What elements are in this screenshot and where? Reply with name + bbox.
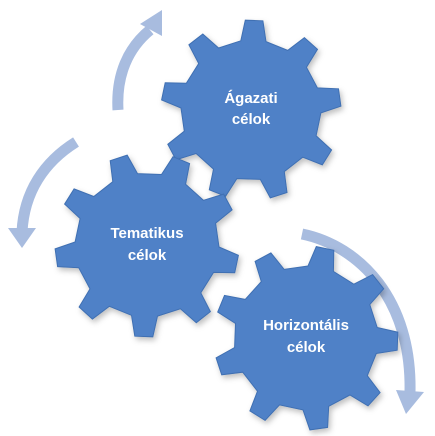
gear-horizontalis-label-line2: célok (287, 339, 326, 356)
gear-tematikus-label-line2: célok (128, 247, 167, 264)
curved-arrow-up-icon (112, 10, 162, 111)
curved-arrow-down-icon (8, 137, 79, 248)
gear-icon (54, 154, 239, 338)
gear-icon (161, 19, 342, 199)
gear-agazati-label-line1: Ágazati (224, 90, 277, 107)
gear-icon (215, 246, 399, 431)
gear-horizontalis: Horizontális célok (215, 246, 399, 431)
gear-tematikus-label-line1: Tematikus (110, 225, 183, 242)
gear-tematikus: Tematikus célok (54, 154, 239, 338)
gear-agazati-label-line2: célok (232, 111, 271, 128)
gear-agazati: Ágazati célok (161, 19, 342, 199)
gear-horizontalis-label-line1: Horizontális (263, 317, 349, 334)
